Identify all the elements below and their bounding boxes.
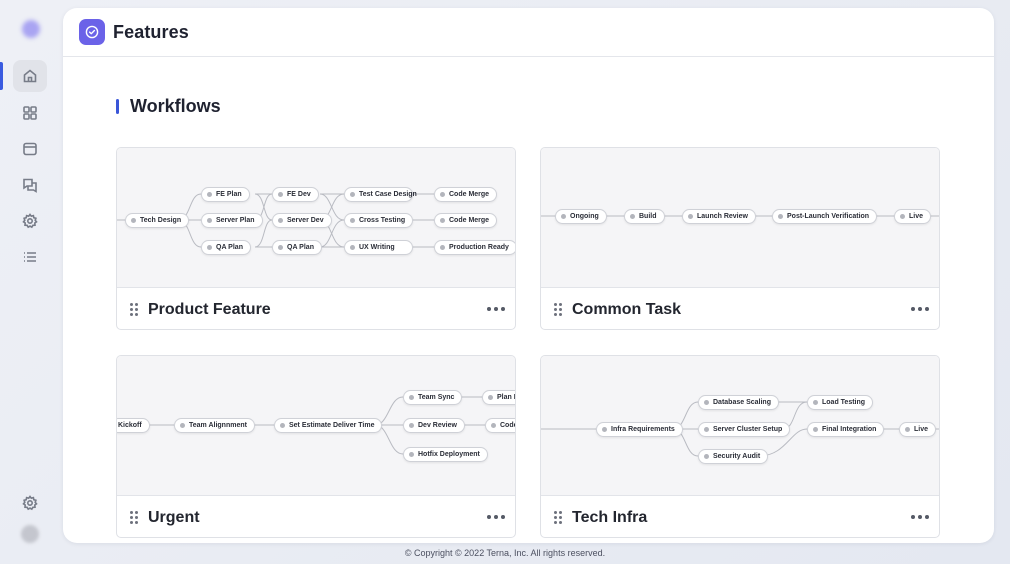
- avatar[interactable]: [21, 525, 39, 543]
- workflow-preview: Ongoing Build Launch Review Post-Launch …: [541, 148, 939, 288]
- sidebar-item-list[interactable]: [13, 241, 47, 273]
- workflow-preview: Kickoff Team Alignnment Set Estimate Del…: [117, 356, 515, 496]
- workflow-node[interactable]: FE Dev: [272, 187, 319, 202]
- section-accent-bar: [116, 99, 119, 114]
- active-indicator: [0, 62, 3, 90]
- drag-handle-icon[interactable]: [130, 511, 138, 524]
- sidebar-item-calendar[interactable]: [13, 133, 47, 165]
- sidebar: [0, 0, 60, 564]
- workflow-node[interactable]: FE Plan: [201, 187, 250, 202]
- list-icon: [24, 252, 36, 262]
- card-title: Tech Infra: [572, 508, 648, 526]
- workflow-node[interactable]: Database Scaling: [698, 395, 779, 410]
- more-options-button[interactable]: [487, 302, 505, 316]
- card-title: Common Task: [572, 300, 682, 318]
- sidebar-item-grid[interactable]: [13, 97, 47, 129]
- section-heading: Workflows: [116, 96, 221, 117]
- sidebar-item-chat[interactable]: [13, 169, 47, 201]
- section-title: Workflows: [130, 96, 221, 116]
- workflow-node[interactable]: Code Merge: [434, 213, 498, 228]
- workflow-card-tech-infra[interactable]: Infra Requirements Database Scaling Serv…: [540, 355, 940, 538]
- workflow-node[interactable]: Team Sync: [403, 390, 463, 405]
- workflow-node[interactable]: Launch Review: [682, 209, 756, 224]
- workflow-node[interactable]: Production Ready: [434, 240, 515, 255]
- card-title: Product Feature: [148, 300, 271, 318]
- workflow-node[interactable]: Server Cluster Setup: [698, 422, 791, 437]
- workflow-node[interactable]: Code Merge: [434, 187, 498, 202]
- card-footer: Tech Infra: [541, 497, 939, 537]
- chat-icon: [23, 178, 37, 193]
- panel-header: Features: [63, 8, 994, 57]
- grid-icon: [23, 106, 37, 120]
- sidebar-item-home[interactable]: [13, 60, 47, 92]
- sidebar-item-bottom-settings[interactable]: [13, 487, 47, 519]
- workflow-node[interactable]: Plan Dev: [482, 390, 515, 405]
- drag-handle-icon[interactable]: [554, 303, 562, 316]
- card-footer: Product Feature: [117, 289, 515, 329]
- workflow-node[interactable]: Build: [624, 209, 665, 224]
- workflow-node[interactable]: Team Alignnment: [174, 418, 255, 433]
- workflow-node[interactable]: Live: [899, 422, 937, 437]
- gear-icon: [22, 213, 38, 229]
- workflow-node[interactable]: QA Plan: [201, 240, 251, 255]
- drag-handle-icon[interactable]: [554, 511, 562, 524]
- workflow-node[interactable]: Security Audit: [698, 449, 769, 464]
- workflow-node[interactable]: Test Case Design: [344, 187, 417, 202]
- workflow-card-common-task[interactable]: Ongoing Build Launch Review Post-Launch …: [540, 147, 940, 330]
- copyright-footer: © Copyright © 2022 Terna, Inc. All right…: [404, 548, 606, 558]
- workflow-node[interactable]: Cross Testing: [344, 213, 413, 228]
- card-footer: Common Task: [541, 289, 939, 329]
- more-options-button[interactable]: [487, 510, 505, 524]
- drag-handle-icon[interactable]: [130, 303, 138, 316]
- workflow-node[interactable]: Infra Requirements: [596, 422, 683, 437]
- logo[interactable]: [22, 20, 40, 38]
- card-footer: Urgent: [117, 497, 515, 537]
- check-circle-icon: [79, 19, 105, 45]
- workflow-node[interactable]: Dev Review: [403, 418, 465, 433]
- workflow-card-urgent[interactable]: Kickoff Team Alignnment Set Estimate Del…: [116, 355, 516, 538]
- workflow-node[interactable]: QA Plan: [272, 240, 322, 255]
- workflow-node[interactable]: Kickoff: [117, 418, 150, 433]
- workflow-node[interactable]: Post-Launch Verification: [772, 209, 878, 224]
- workflow-preview: Infra Requirements Database Scaling Serv…: [541, 356, 939, 496]
- workflow-node[interactable]: Code: [485, 418, 515, 433]
- main-panel: Features Workflows: [63, 8, 994, 543]
- more-options-button[interactable]: [911, 510, 929, 524]
- workflow-node[interactable]: Server Plan: [201, 213, 263, 228]
- card-title: Urgent: [148, 508, 200, 526]
- more-options-button[interactable]: [911, 302, 929, 316]
- page-title: Features: [113, 21, 189, 42]
- workflow-node[interactable]: Live: [894, 209, 932, 224]
- home-icon: [23, 69, 37, 83]
- workflow-card-product-feature[interactable]: Tech Design FE Plan Server Plan QA Plan …: [116, 147, 516, 330]
- sidebar-item-settings[interactable]: [13, 205, 47, 237]
- workflow-node[interactable]: Ongoing: [555, 209, 607, 224]
- workflow-node[interactable]: Server Dev: [272, 213, 332, 228]
- workflow-node[interactable]: Load Testing: [807, 395, 874, 410]
- workflow-node[interactable]: Hotfix Deployment: [403, 447, 488, 462]
- gear-icon: [22, 495, 38, 511]
- workflow-node[interactable]: Tech Design: [125, 213, 190, 228]
- workflow-node[interactable]: Final Integration: [807, 422, 885, 437]
- workflow-node[interactable]: UX Writing: [344, 240, 413, 255]
- workflow-preview: Tech Design FE Plan Server Plan QA Plan …: [117, 148, 515, 288]
- calendar-icon: [23, 142, 37, 156]
- workflow-node[interactable]: Set Estimate Deliver Time: [274, 418, 383, 433]
